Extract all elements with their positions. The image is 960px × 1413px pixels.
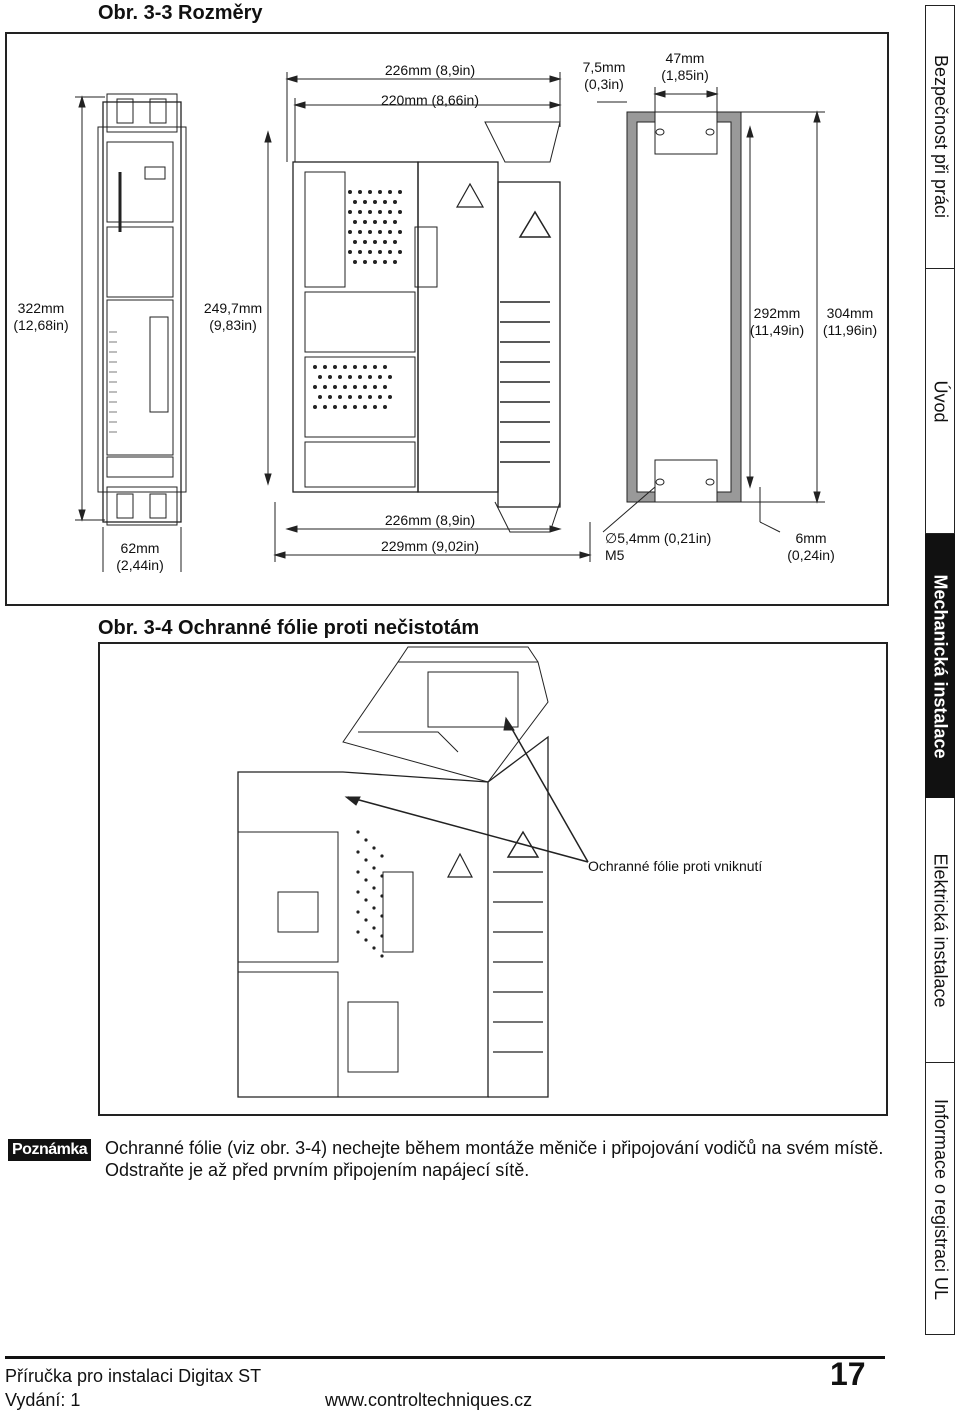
sidebar-tab-electrical[interactable]: Elektrická instalace (925, 798, 955, 1063)
sidebar-tab-ul[interactable]: Informace o registraci UL (925, 1063, 955, 1335)
dimensions-figure-frame (5, 32, 889, 606)
sidebar-tab-safety[interactable]: Bezpečnost při práci (925, 5, 955, 269)
dim-label-229: 229mm (9,02in) (380, 538, 480, 554)
dim-label-62: 62mm (2,44in) (116, 540, 164, 573)
dim-label-322: 322mm (12,68in) (13, 300, 69, 333)
dim-label-7-5: 7,5mm (0,3in) (582, 59, 626, 92)
sidebar-tab-label: Informace o registraci UL (931, 1098, 952, 1300)
dim-label-249: 249,7mm (9,83in) (203, 300, 263, 333)
footer-url[interactable]: www.controltechniques.cz (325, 1390, 533, 1410)
dim-label-47: 47mm (1,85in) (661, 50, 709, 83)
dim-label-220: 220mm (8,66in) (380, 92, 480, 108)
page-number: 17 (830, 1356, 866, 1392)
protective-films-figure-frame (98, 642, 888, 1116)
sidebar-tab-label: Úvod (931, 379, 951, 423)
sidebar-tab-label: Mechanická instalace (930, 573, 951, 759)
footer-edition: Vydání: 1 (5, 1390, 81, 1410)
note-text: Ochranné fólie (viz obr. 3-4) nechejte b… (105, 1138, 884, 1180)
figure-title-dimensions: Obr. 3-3 Rozměry (98, 2, 263, 24)
footer-rule (5, 1356, 885, 1359)
dimensions-drawing (75, 72, 825, 572)
protective-film-callout: Ochranné fólie proti vniknutí (588, 858, 763, 874)
dim-label-226-top: 226mm (8,9in) (384, 62, 476, 78)
sidebar-tab-intro[interactable]: Úvod (925, 269, 955, 534)
dim-label-226-bottom: 226mm (8,9in) (384, 512, 476, 528)
protective-films-drawing (237, 646, 589, 1098)
sidebar-tab-mechanical[interactable]: Mechanická instalace (925, 534, 955, 798)
dim-label-hole: ∅5,4mm (0,21in) M5 (605, 530, 712, 563)
sidebar-tab-label: Elektrická instalace (931, 852, 952, 1008)
dim-label-304: 304mm (11,96in) (822, 305, 878, 338)
footer-manual-title: Příručka pro instalaci Digitax ST (5, 1366, 262, 1386)
figure-title-protective-films: Obr. 3-4 Ochranné fólie proti nečistotám (98, 617, 480, 639)
sidebar-tab-label: Bezpečnost při práci (931, 54, 951, 219)
dim-label-292: 292mm (11,49in) (749, 305, 805, 338)
dim-label-6: 6mm (0,24in) (787, 530, 835, 563)
note-badge: Poznámka (8, 1139, 92, 1161)
